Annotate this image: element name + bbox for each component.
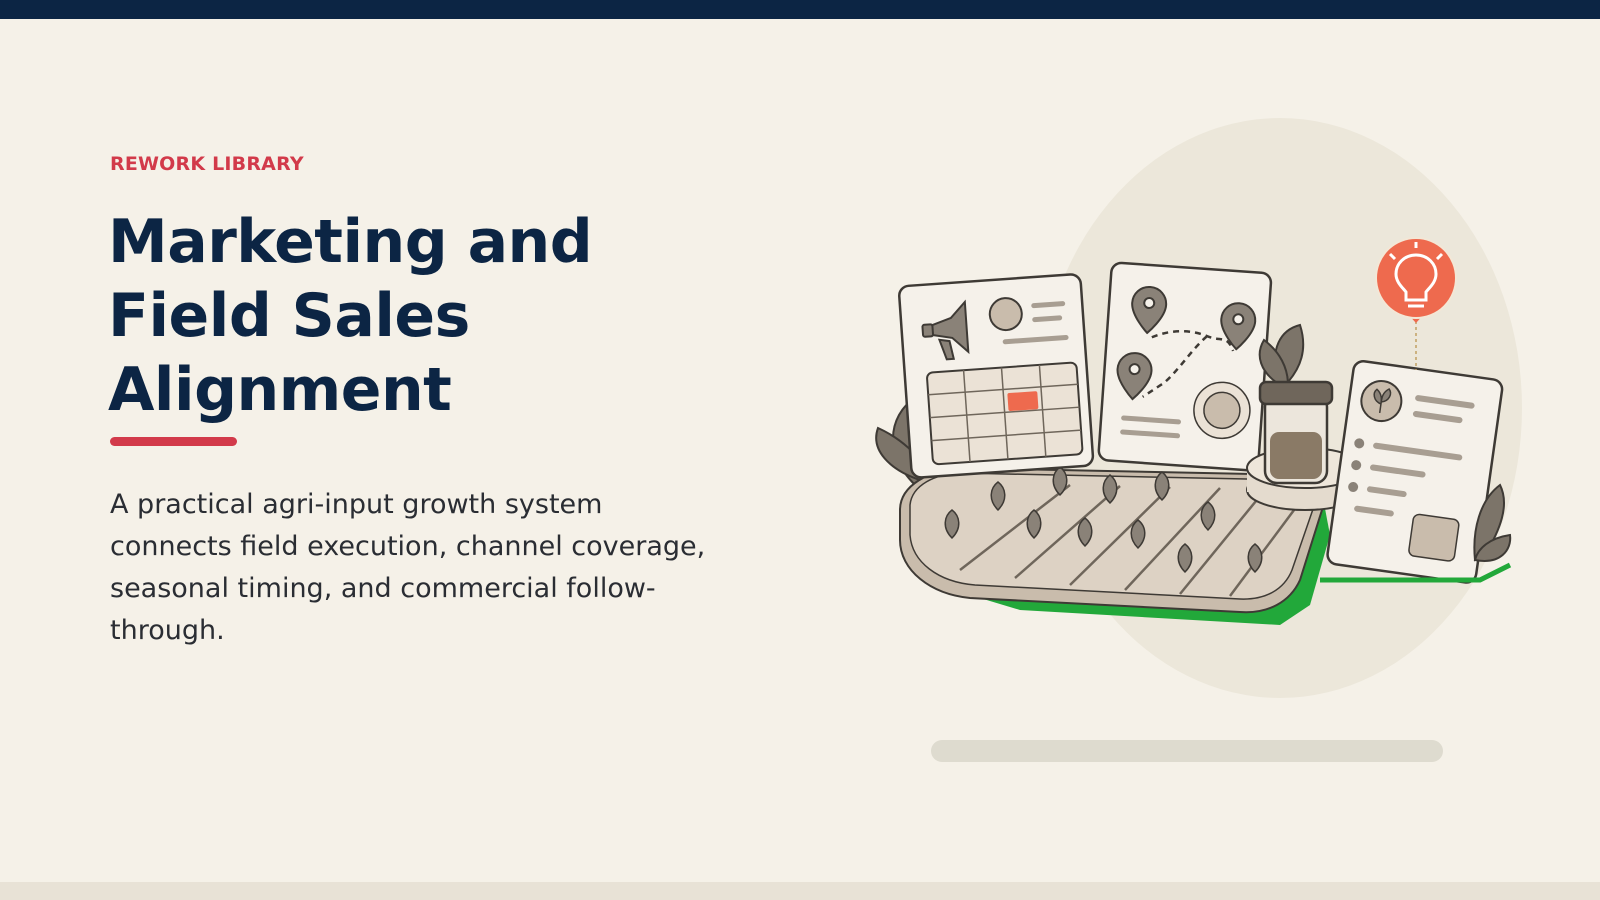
calendar-highlight [1007, 391, 1039, 412]
ground-shadow [931, 740, 1443, 762]
calendar-icon [926, 361, 1084, 466]
marketing-calendar-card [898, 273, 1095, 479]
eyebrow-label: REWORK LIBRARY [110, 153, 304, 175]
field-platform [899, 466, 1330, 625]
avatar-circle [988, 297, 1023, 332]
route-map-card [1097, 261, 1273, 472]
green-outline-right [1320, 562, 1512, 583]
map-pin-icon [1116, 286, 1257, 401]
leaf-cluster-right-icon [1473, 483, 1512, 562]
checklist-card [1326, 359, 1504, 584]
title-underline [110, 437, 237, 446]
leaf-cluster-middle-icon [1258, 323, 1305, 386]
hero-illustration [875, 118, 1522, 762]
megaphone-icon [921, 299, 970, 361]
bottom-bar [0, 882, 1600, 900]
description-text: A practical agri-input growth system con… [110, 489, 706, 646]
lightbulb-icon [1375, 237, 1457, 370]
top-bar [0, 0, 1600, 19]
page-title: Marketing and Field Sales Alignment [108, 207, 593, 425]
sprout-row-icon [944, 466, 1263, 574]
